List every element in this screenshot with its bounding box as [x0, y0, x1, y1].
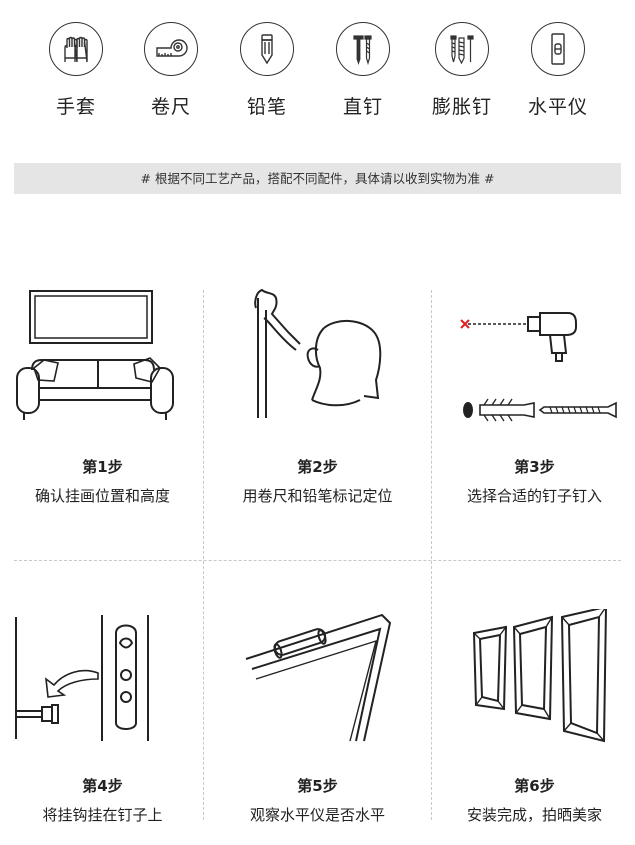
drill-and-nails-illustration [460, 312, 617, 422]
tape-measure-icon [144, 22, 198, 76]
tool-label: 卷尺 [150, 96, 191, 118]
step-5: 第5步 观察水平仪是否水平 [204, 561, 431, 845]
tool-expansion-nails: 膨胀钉 [412, 22, 512, 119]
step-title: 第6步 [514, 777, 555, 795]
sofa-with-frame-illustration [16, 290, 174, 420]
step-6: 第6步 安装完成，拍晒美家 [432, 561, 635, 845]
person-marking-wall-illustration [254, 288, 382, 418]
step-description: 安装完成，拍晒美家 [466, 806, 602, 824]
step-description: 观察水平仪是否水平 [249, 806, 385, 824]
step-description: 选择合适的钉子钉入 [466, 487, 602, 505]
grid-divider [431, 290, 432, 820]
pencil-icon [240, 22, 294, 76]
tool-nails: 直钉 [313, 22, 413, 119]
grid-divider [14, 560, 621, 561]
step-title: 第1步 [82, 458, 123, 476]
step-4: 第4步 将挂钩挂在钉子上 [0, 561, 203, 845]
step-title: 第2步 [297, 458, 338, 476]
tool-tape-measure: 卷尺 [121, 22, 221, 119]
step-description: 将挂钩挂在钉子上 [42, 806, 163, 824]
step-2: 第2步 用卷尺和铅笔标记定位 [204, 270, 431, 560]
tool-pencil: 铅笔 [217, 22, 317, 119]
three-frames-illustration [472, 609, 607, 743]
notice-banner: # 根据不同工艺产品，搭配不同配件，具体请以收到实物为准 # [14, 163, 621, 194]
nails-icon [336, 22, 390, 76]
spirit-level-icon [531, 22, 585, 76]
tool-label: 膨胀钉 [431, 96, 492, 118]
tool-spirit-level: 水平仪 [508, 22, 608, 119]
tool-label: 铅笔 [246, 96, 287, 118]
step-title: 第4步 [82, 777, 123, 795]
step-description: 用卷尺和铅笔标记定位 [242, 487, 393, 505]
tool-gloves: 手套 [26, 22, 126, 119]
tool-label: 水平仪 [527, 96, 588, 118]
tool-label: 手套 [55, 96, 96, 118]
step-title: 第3步 [514, 458, 555, 476]
tools-row: 手套 卷尺 铅笔 [0, 0, 635, 140]
step-1: 第1步 确认挂画位置和高度 [0, 270, 203, 560]
step-description: 确认挂画位置和高度 [34, 487, 170, 505]
grid-divider [203, 290, 204, 820]
hook-on-nail-illustration [15, 615, 149, 741]
gloves-icon [49, 22, 103, 76]
level-on-frame-illustration [245, 613, 392, 742]
tool-label: 直钉 [342, 96, 383, 118]
step-title: 第5步 [297, 777, 338, 795]
step-3: 第3步 选择合适的钉子钉入 [432, 270, 635, 560]
expansion-nails-icon [435, 22, 489, 76]
